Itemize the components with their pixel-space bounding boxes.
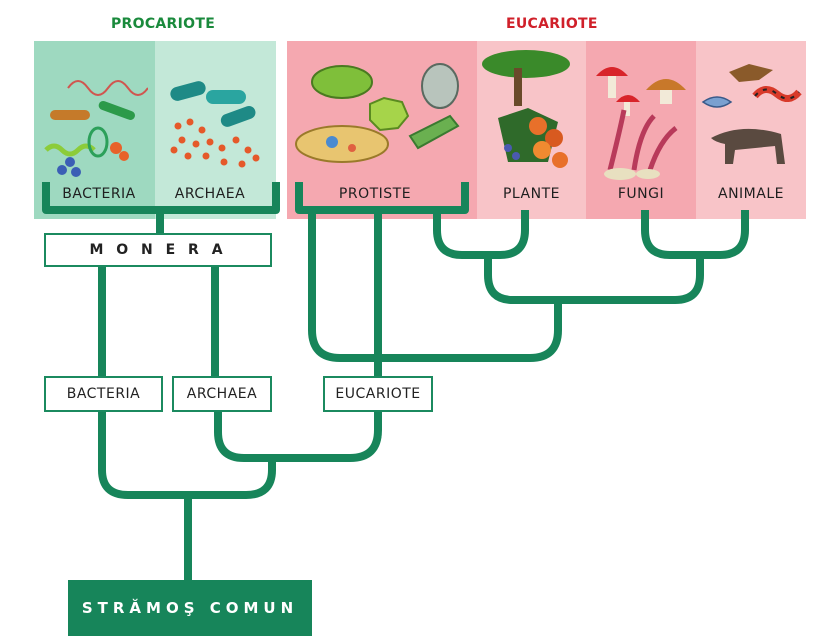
animale-illustration: [701, 64, 802, 164]
panel-label-archaea: ARCHAEA: [174, 186, 246, 202]
node-archaea: ARCHAEA: [172, 376, 272, 412]
panel-label-protiste: PROTISTE: [338, 186, 412, 202]
panel-label-animale: ANIMALE: [718, 186, 784, 202]
plante-illustration: [482, 50, 570, 168]
archaea-illustration: [170, 81, 260, 168]
eucariote-heading: EUCARIOTE: [506, 16, 598, 32]
bacteria-illustration: [44, 80, 148, 177]
node-monera: M O N E R A: [44, 233, 272, 267]
panel-label-bacteria: BACTERIA: [62, 186, 136, 202]
node-eucariote: EUCARIOTE: [323, 376, 433, 412]
panel-label-fungi: FUNGI: [617, 186, 665, 202]
panel-archaea: [155, 41, 276, 219]
node-bacteria: BACTERIA: [44, 376, 163, 412]
protiste-illustration: [295, 63, 460, 163]
root-common-ancestor: STRĂMOŞ COMUN: [68, 580, 312, 636]
procariote-heading: PROCARIOTE: [111, 16, 216, 32]
panel-label-plante: PLANTE: [502, 186, 560, 202]
fungi-illustration: [596, 67, 686, 180]
